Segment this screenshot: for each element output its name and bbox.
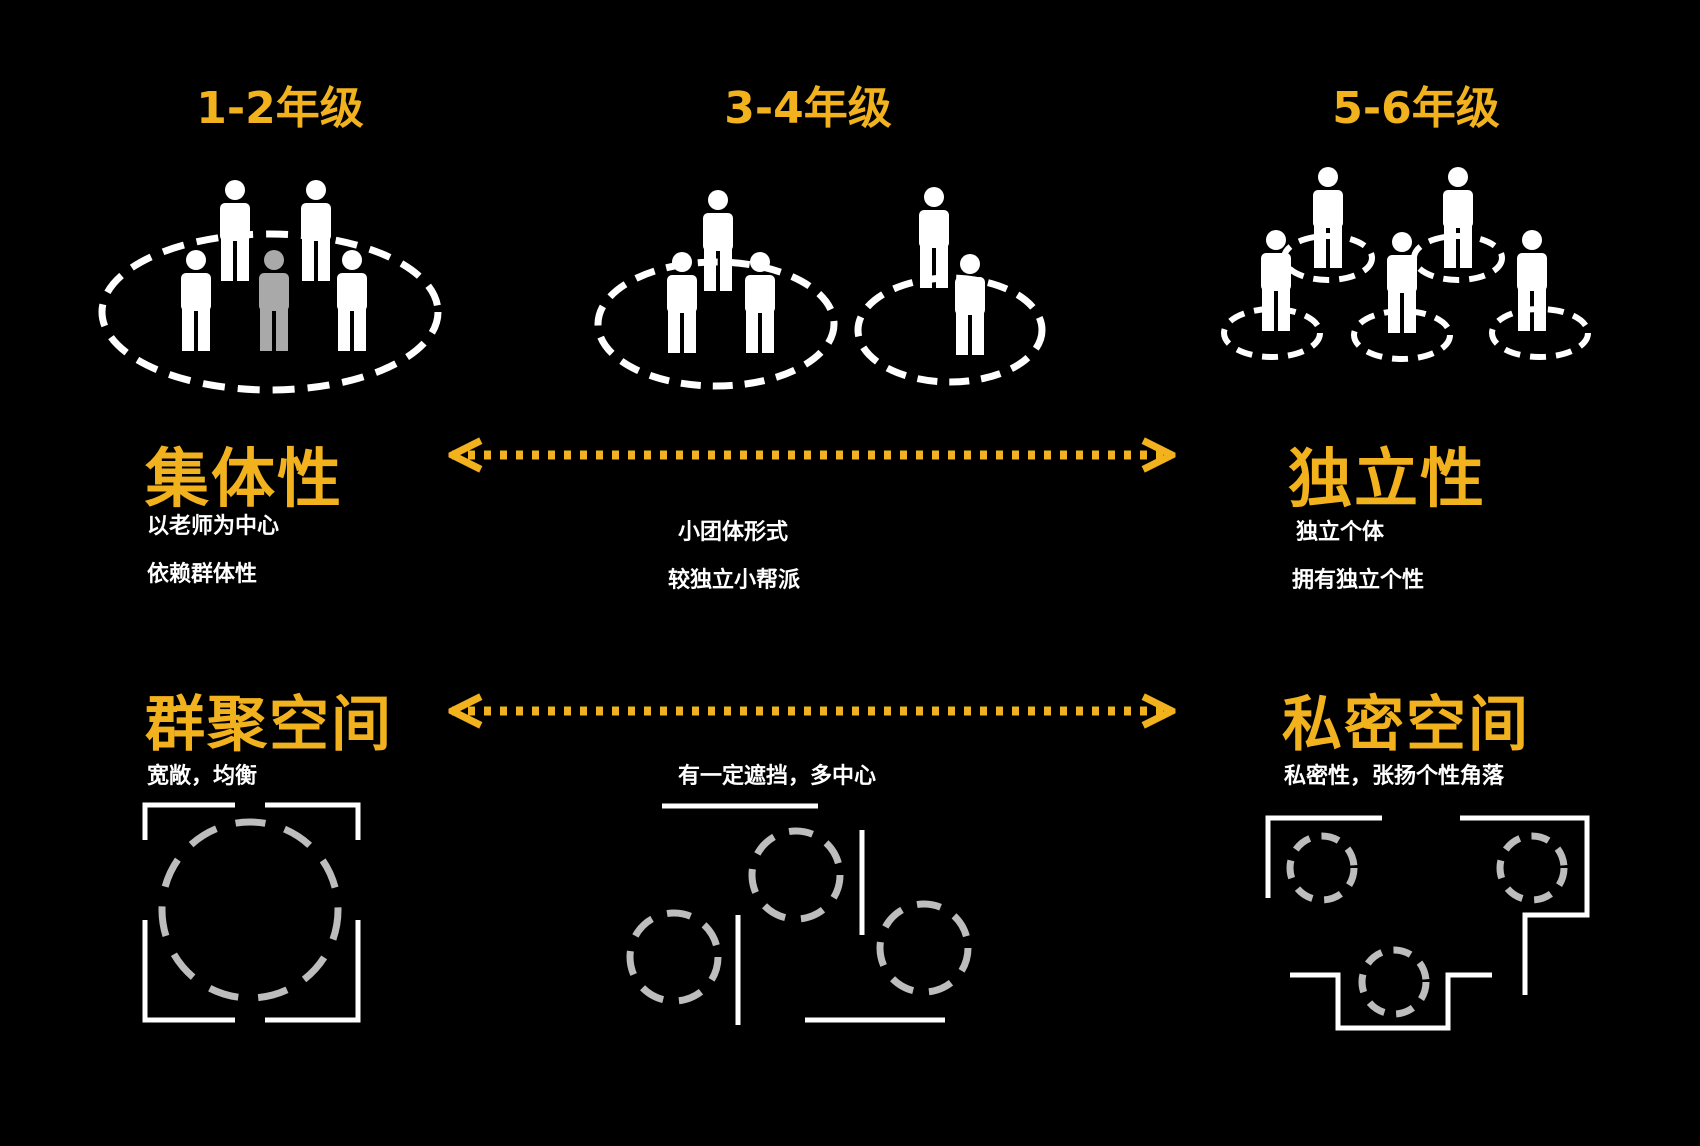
space-private-desc: 私密性，张扬个性角落 — [1284, 764, 1505, 789]
person-icon — [181, 250, 211, 351]
person-icon — [1443, 167, 1473, 268]
trait-group-desc-2: 较独立小帮派 — [668, 568, 801, 593]
activity-circle — [626, 909, 722, 1005]
trait-group-desc-1: 小团体形式 — [678, 520, 789, 545]
open-room-plan — [142, 802, 361, 1023]
students-group-3-4 — [667, 187, 985, 355]
space-gathering-title: 群聚空间 — [145, 690, 393, 760]
activity-circle — [1358, 946, 1430, 1018]
person-icon — [220, 180, 250, 281]
person-icon — [1387, 232, 1417, 333]
grade-heading-5-6: 5-6年级 — [1332, 83, 1500, 134]
trait-independent-desc-1: 独立个体 — [1296, 520, 1385, 545]
trait-collective-desc-2: 依赖群体性 — [147, 562, 258, 587]
private-room-plan — [1265, 815, 1590, 1031]
trait-collective-desc-1: 以老师为中心 — [147, 514, 280, 539]
trait-collective-title: 集体性 — [145, 443, 343, 517]
activity-circle — [1496, 832, 1568, 904]
trait-independent-desc-2: 拥有独立个性 — [1292, 568, 1425, 593]
activity-circle — [748, 827, 844, 923]
person-icon — [919, 187, 949, 288]
space-partial-desc: 有一定遮挡，多中心 — [678, 764, 877, 789]
activity-circle — [1286, 832, 1358, 904]
person-icon — [301, 180, 331, 281]
activity-circle — [158, 818, 342, 1002]
large-group-ring — [98, 230, 442, 394]
space-private-title: 私密空间 — [1282, 690, 1530, 760]
partitioned-room-plan — [626, 803, 972, 1025]
grade-heading-3-4: 3-4年级 — [724, 83, 892, 134]
students-group-5-6 — [1261, 167, 1547, 333]
teacher-icon — [259, 250, 289, 351]
individual-rings — [1221, 233, 1591, 362]
person-icon — [703, 190, 733, 291]
person-icon — [1261, 230, 1291, 331]
space-gathering-desc: 宽敞，均衡 — [147, 764, 258, 789]
grade-heading-1-2: 1-2年级 — [196, 83, 364, 134]
activity-circle — [876, 900, 972, 996]
person-icon — [1313, 167, 1343, 268]
trait-independent-title: 独立性 — [1288, 443, 1486, 517]
person-icon — [955, 254, 985, 355]
person-icon — [1517, 230, 1547, 331]
person-icon — [337, 250, 367, 351]
